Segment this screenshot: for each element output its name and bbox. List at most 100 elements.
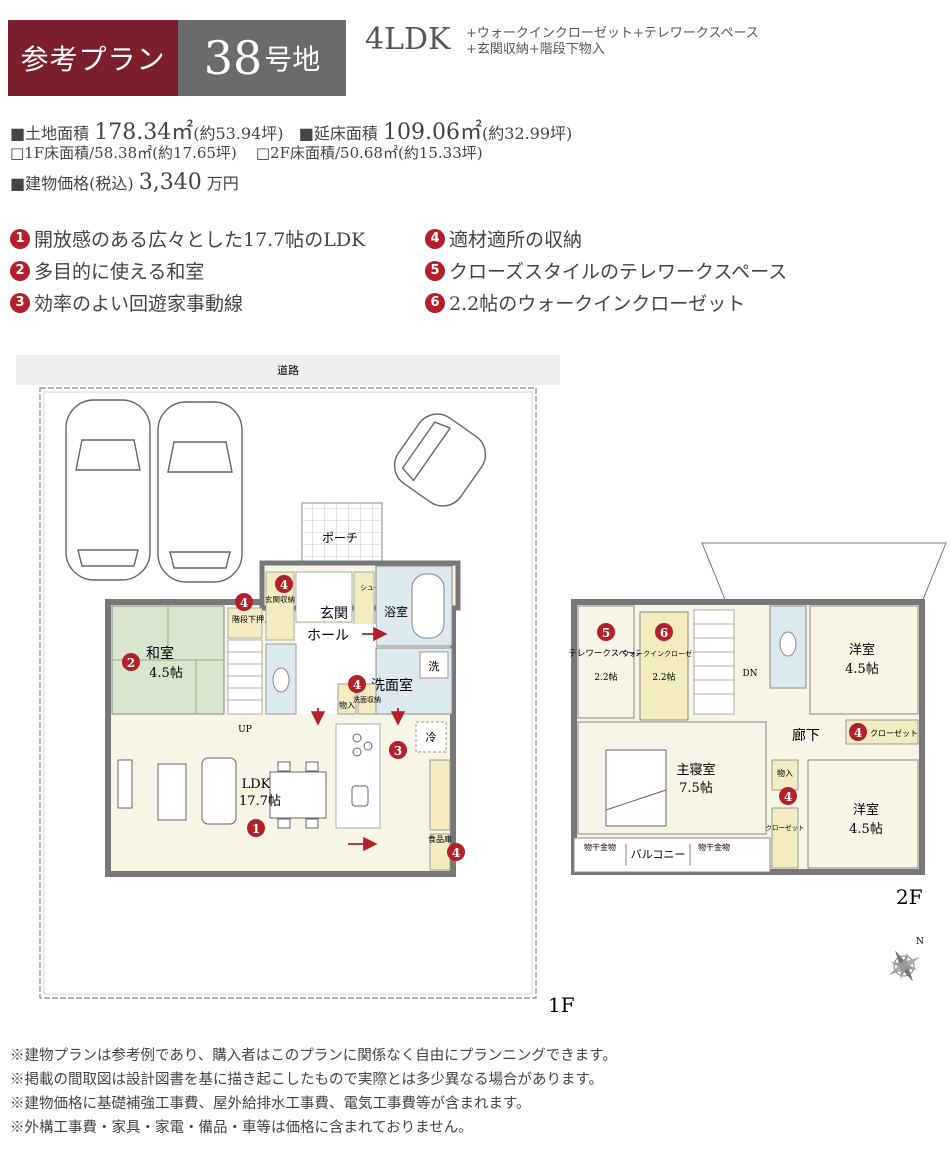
- layout-type: 4LDK: [365, 22, 451, 57]
- wash-storage-label: 洗面収納: [353, 695, 381, 704]
- land-area-tsubo: (約53.94坪): [193, 124, 284, 143]
- pantry-label: 食品庫: [428, 834, 452, 844]
- extras-line1: +ウォークインクローゼット+テレワークスペース: [466, 26, 759, 41]
- svg-text:4: 4: [452, 846, 460, 860]
- car-icon: [65, 399, 151, 581]
- toilet-icon: [272, 667, 290, 693]
- entrance-label: 玄関: [320, 605, 348, 622]
- svg-text:4: 4: [784, 790, 792, 804]
- note-1: ※建物プランは参考例であり、購入者はこのプランに関係なく自由にプランニングできま…: [10, 1048, 617, 1064]
- stairs-up-label: UP: [238, 725, 252, 735]
- kitchen-counter: [335, 723, 381, 829]
- tv-icon: [117, 759, 133, 809]
- ldk-label: LDK: [242, 777, 271, 792]
- room-a-label: 洋室: [849, 642, 875, 658]
- land-area-value: 178.34㎡: [94, 120, 194, 145]
- telework-size: 2.2帖: [594, 671, 617, 683]
- floor2-label: 2F: [896, 885, 923, 909]
- svg-text:4: 4: [854, 726, 862, 740]
- master-size: 7.5帖: [679, 781, 713, 796]
- sink-icon: [351, 785, 369, 807]
- ldk-size: 17.7帖: [239, 794, 281, 809]
- cupboard: [429, 759, 451, 831]
- car-icon: [157, 401, 243, 583]
- storage-2f-label: 物入: [777, 768, 793, 778]
- balcony: [573, 837, 771, 873]
- extras-line2: +玄関収納+階段下物入: [466, 42, 605, 57]
- svg-text:4: 4: [353, 678, 361, 692]
- wash-storage: [357, 683, 377, 715]
- note-2: ※掲載の間取図は設計図書を基に描き起こしたもので実際とは多少異なる場合があります…: [10, 1072, 604, 1088]
- storage-1f: [337, 683, 357, 715]
- svg-text:5: 5: [602, 626, 610, 640]
- price-unit: 万円: [206, 174, 239, 193]
- floor-areas: □1F床面積/58.38㎡(約17.65坪) □2F床面積/50.68㎡(約15…: [10, 142, 483, 163]
- lot-badge: 38 号地: [178, 20, 346, 96]
- room-b-label: 洋室: [853, 802, 879, 818]
- entrance-storage-label: 玄関収納: [265, 594, 295, 604]
- drying-hardware-1: 物干金物: [584, 842, 616, 852]
- road-label: 道路: [277, 363, 299, 377]
- western-room-a: [809, 605, 919, 715]
- marker-6: [655, 623, 673, 641]
- corridor-label: 廊下: [792, 727, 820, 744]
- bath-label: 浴室: [384, 604, 408, 619]
- svg-text:2: 2: [127, 656, 135, 670]
- storage-2f: [771, 759, 799, 791]
- stairs-2f: [693, 609, 735, 715]
- master-label: 主寝室: [676, 762, 715, 778]
- telework-space: [577, 605, 635, 719]
- closet-a-label: クローゼット: [870, 728, 918, 738]
- stairs: [227, 639, 263, 715]
- bathtub-icon: [411, 573, 445, 639]
- washer-label: 洗: [429, 660, 440, 673]
- floor1-area: □1F床面積/58.38㎡(約17.65坪): [10, 144, 237, 162]
- closet-b-label: クローゼット: [766, 823, 805, 832]
- floor-area-tsubo: (約32.99坪): [481, 124, 573, 143]
- western-room-b: [807, 759, 919, 869]
- room-b-size: 4.5帖: [849, 822, 883, 837]
- porch: [301, 502, 383, 564]
- svg-text:3: 3: [394, 744, 402, 758]
- plan-badge: 参考プラン: [8, 20, 178, 96]
- marker-5: [597, 623, 615, 641]
- room-a-size: 4.5帖: [845, 662, 879, 677]
- dining-table: [269, 771, 327, 819]
- road: [16, 355, 560, 385]
- stairs-down-label: DN: [742, 669, 757, 679]
- storage-1f-label: 物入: [339, 700, 355, 710]
- japanese-room-label: 和室: [146, 645, 174, 662]
- price-label: ■建物価格(税込): [10, 174, 134, 193]
- compass-icon: [888, 950, 920, 982]
- under-stairs-label: 階段下押入: [232, 614, 272, 624]
- lot-unit: 号地: [264, 43, 321, 76]
- area-specs: ■土地面積 178.34㎡(約53.94坪) ■延床面積 109.06㎡(約32…: [10, 114, 572, 146]
- svg-text:6: 6: [660, 626, 668, 640]
- floor-area-value: 109.06㎡: [382, 120, 482, 145]
- balcony-label: バルコニー: [631, 848, 686, 861]
- washroom-label: 洗面室: [371, 677, 413, 694]
- marker-1: [247, 819, 265, 837]
- note-3: ※建物価格に基礎補強工事費、屋外給排水工事費、電気工事費等が含まれます。: [10, 1096, 531, 1112]
- closet-b: [771, 807, 799, 869]
- floor1-label: 1F: [548, 993, 575, 1017]
- entrance: [295, 571, 353, 623]
- price-value: 3,340: [138, 170, 202, 195]
- compass-north-label: N: [916, 937, 924, 947]
- price: ■建物価格(税込) 3,340 万円: [10, 170, 239, 195]
- floor-area-label: ■延床面積: [298, 124, 378, 143]
- floor-plan-drawing: 道路 ポーチ 2 和室 4.5帖 UP 階段下押入 4 玄関収納: [16, 355, 947, 1017]
- roof: [701, 542, 947, 603]
- lot-number: 38: [203, 31, 263, 85]
- drying-hardware-2: 物干金物: [698, 842, 730, 852]
- marker-2: [122, 653, 140, 671]
- sofa-icon: [201, 757, 237, 825]
- note-4: ※外構工事費・家具・家電・備品・車等は価格に含まれておりません。: [10, 1120, 473, 1136]
- svg-text:1: 1: [252, 822, 260, 836]
- coffee-table: [157, 763, 187, 821]
